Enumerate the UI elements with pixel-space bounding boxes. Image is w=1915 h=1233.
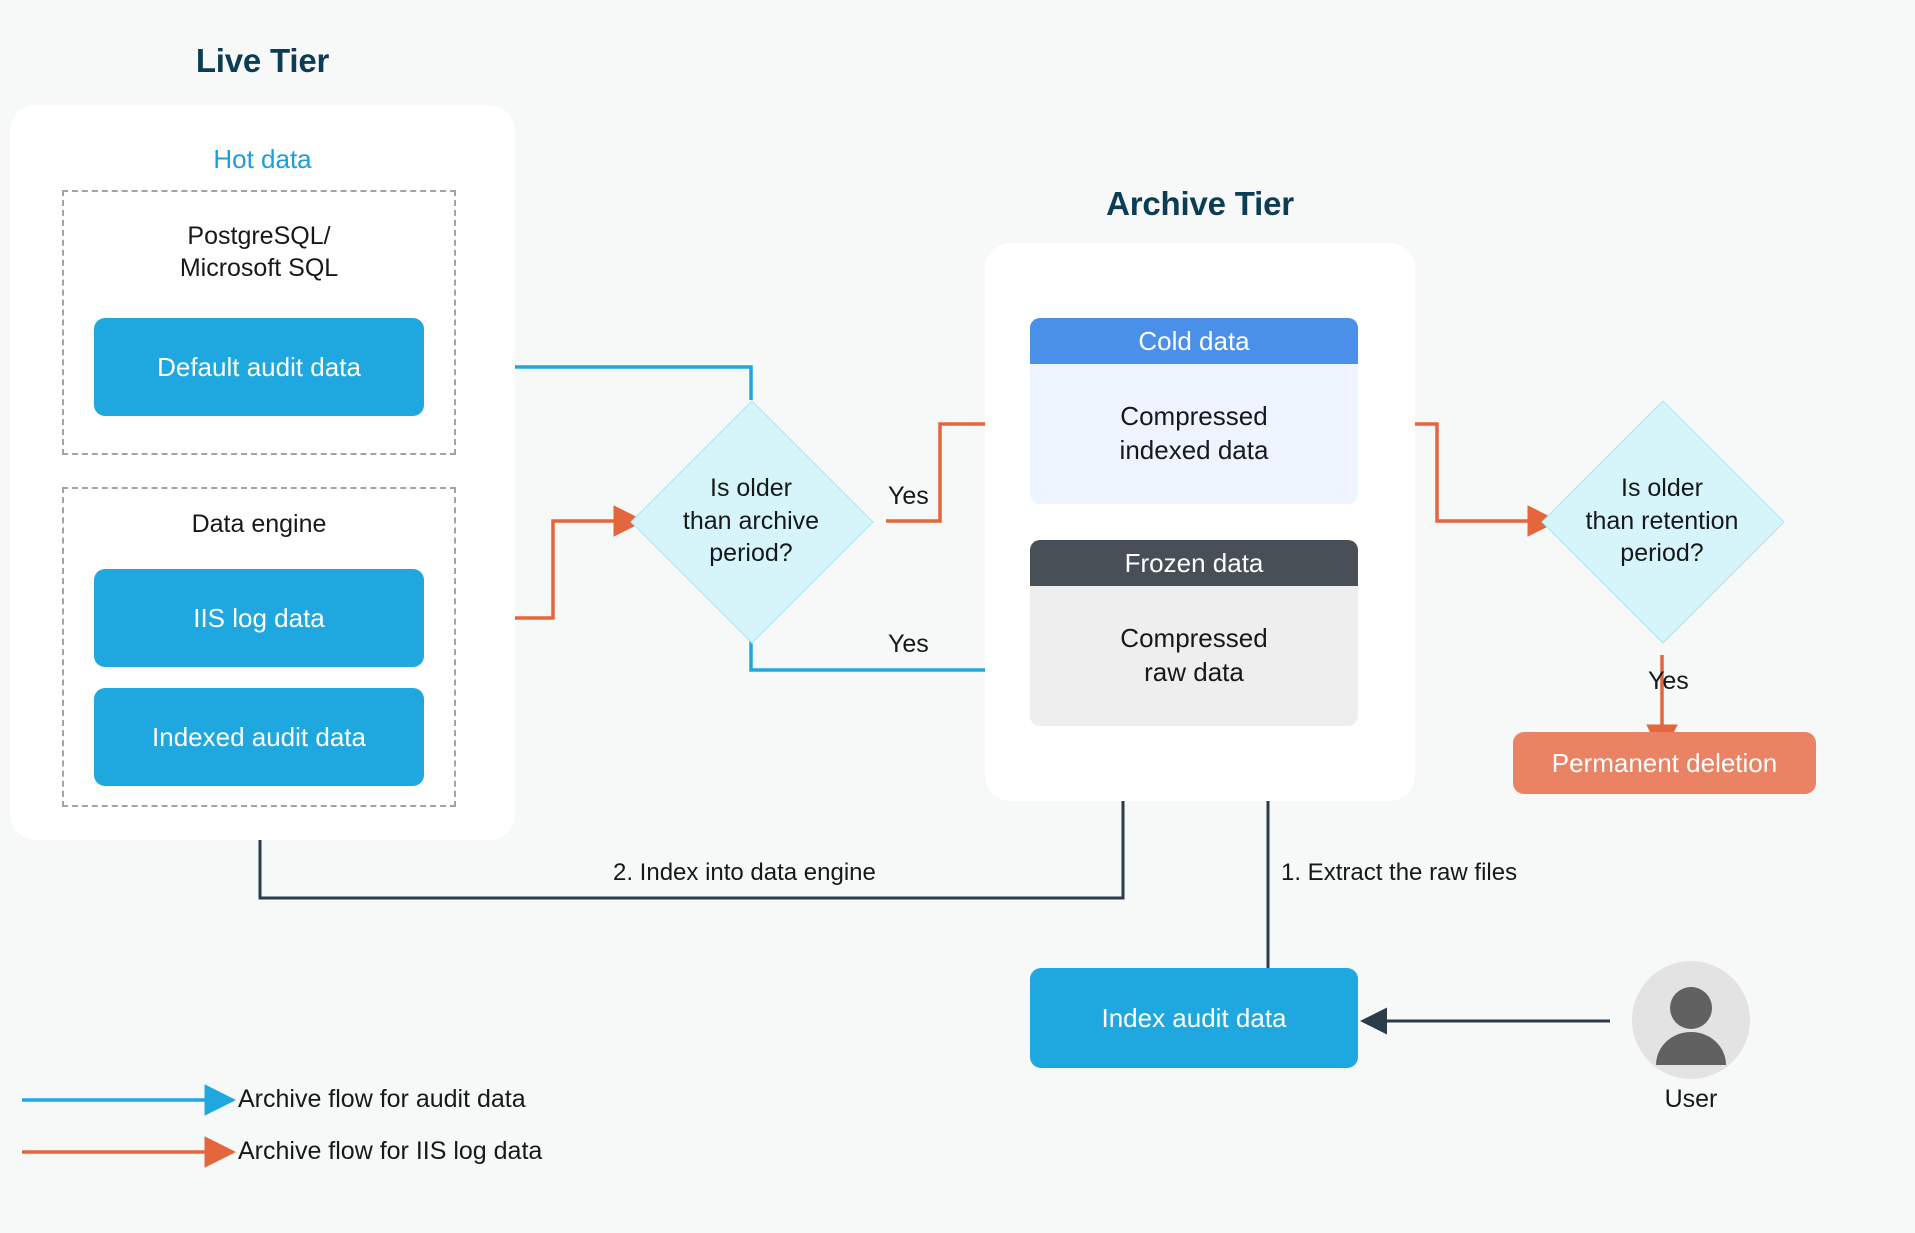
decision-archive-period-line3: period? — [709, 539, 793, 568]
legend-item-audit-label: Archive flow for audit data — [238, 1085, 526, 1113]
decision-retention-period-line1: Is older — [1621, 474, 1703, 503]
edge-label-yes-cold: Yes — [888, 482, 929, 510]
live-tier-title: Live Tier — [195, 42, 330, 79]
archive-tier-title: Archive Tier — [1106, 185, 1294, 222]
decision-archive-period-line1: Is older — [710, 474, 792, 503]
decision-archive-period-text: Is older than archive period? — [636, 436, 866, 606]
card-cold-data-body-line2: indexed data — [1119, 435, 1269, 465]
sql-group-label: PostgreSQL/ Microsoft SQL — [62, 220, 456, 284]
card-frozen-data-title: Frozen data — [1030, 540, 1358, 586]
card-frozen-data-body: Compressed raw data — [1030, 586, 1358, 726]
legend-item-iis-label: Archive flow for IIS log data — [238, 1137, 543, 1165]
card-cold-data-title: Cold data — [1030, 318, 1358, 364]
node-iis-log-data[interactable]: IIS log data — [94, 569, 424, 667]
decision-archive-period[interactable]: Is older than archive period? — [630, 400, 874, 644]
data-engine-group-box — [62, 487, 456, 807]
sql-group-label-line2: Microsoft SQL — [179, 254, 339, 282]
decision-retention-period[interactable]: Is older than retention period? — [1541, 400, 1785, 644]
card-frozen-data[interactable]: Frozen data Compressed raw data — [1030, 540, 1358, 726]
sql-group-box — [62, 190, 456, 455]
node-default-audit-data[interactable]: Default audit data — [94, 318, 424, 416]
avatar — [1632, 961, 1750, 1079]
decision-retention-period-text: Is older than retention period? — [1537, 436, 1787, 606]
node-index-audit-data[interactable]: Index audit data — [1030, 968, 1358, 1068]
card-cold-data-body-line1: Compressed — [1120, 401, 1268, 432]
hot-data-label: Hot data — [213, 144, 312, 174]
data-engine-group-label: Data engine — [191, 510, 327, 538]
card-frozen-data-body-line1: Compressed — [1120, 623, 1268, 654]
decision-retention-period-line2: than retention — [1585, 506, 1739, 535]
label-extract-the-raw-files: 1. Extract the raw files — [1281, 859, 1518, 886]
user-icon — [1656, 987, 1726, 1065]
card-cold-data-body: Compressed indexed data — [1030, 364, 1358, 504]
sql-group-label-line1: PostgreSQL/ — [187, 222, 331, 250]
decision-archive-period-line2: than archive — [682, 506, 820, 535]
edge-label-yes-frozen: Yes — [888, 630, 929, 658]
node-permanent-deletion[interactable]: Permanent deletion — [1513, 732, 1816, 794]
edge-label-yes-deletion: Yes — [1648, 667, 1689, 695]
card-cold-data[interactable]: Cold data Compressed indexed data — [1030, 318, 1358, 504]
user-caption: User — [1664, 1085, 1718, 1113]
node-indexed-audit-data[interactable]: Indexed audit data — [94, 688, 424, 786]
card-frozen-data-body-line2: raw data — [1144, 657, 1244, 687]
label-index-into-data-engine: 2. Index into data engine — [613, 859, 876, 886]
decision-retention-period-line3: period? — [1620, 539, 1704, 568]
